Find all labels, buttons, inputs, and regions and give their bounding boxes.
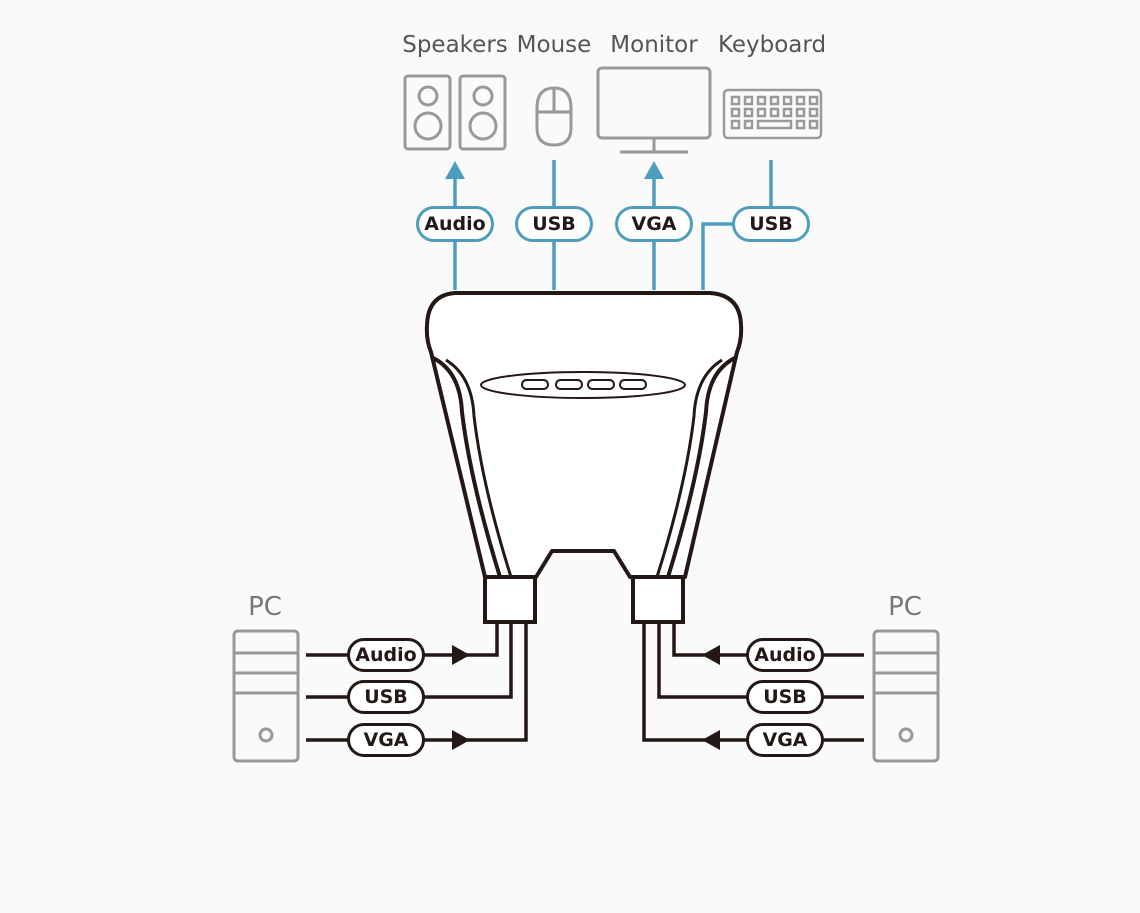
speakers-label: Speakers (402, 32, 508, 58)
keyboard-key (782, 95, 793, 106)
keyboard-label: Keyboard (717, 32, 827, 58)
left-pc-label: PC (248, 592, 282, 622)
keyboard-key (743, 95, 754, 106)
audio-out-connector: Audio (416, 206, 494, 242)
keyboard-key (782, 107, 793, 118)
mouse-usb-connector: USB (515, 206, 593, 242)
monitor-label: Monitor (610, 32, 698, 58)
status-led-panel (480, 371, 686, 399)
speakers-icon (403, 74, 507, 151)
keyboard-key (743, 107, 754, 118)
kvm-switch (424, 291, 744, 579)
monitor-icon (596, 66, 712, 154)
keyboard-key (756, 95, 767, 106)
cable-arrows (452, 645, 720, 750)
keyboard-key (808, 119, 819, 130)
keyboard-key (808, 95, 819, 106)
monitor-arrow (644, 161, 664, 179)
keyboard-key (730, 95, 741, 106)
mouse-label: Mouse (516, 32, 592, 58)
right-audio-arrow (702, 645, 720, 665)
right-pc-tower-icon (872, 629, 940, 763)
keyboard-key (795, 107, 806, 118)
left-usb-connector: USB (347, 680, 425, 714)
keyboard-key (769, 95, 780, 106)
keyboard-icon (722, 88, 823, 140)
keyboard-key (769, 107, 780, 118)
left-cable-head (483, 575, 537, 624)
keyboard-key (808, 107, 819, 118)
right-vga-arrow (702, 730, 720, 750)
keyboard-key (730, 107, 741, 118)
keyboard-usb-connector: USB (732, 206, 810, 242)
keyboard-spacebar (756, 119, 793, 130)
keyboard-key (730, 119, 741, 130)
left-audio-connector: Audio (347, 638, 425, 672)
right-cable-head (631, 575, 685, 624)
kvm-switch-body (424, 291, 744, 579)
mouse-icon (535, 86, 573, 147)
left-vga-connector: VGA (347, 723, 425, 757)
keyboard-key (795, 119, 806, 130)
left-pc-tower-icon (232, 629, 300, 763)
speakers-arrow (445, 161, 465, 179)
keyboard-key (756, 107, 767, 118)
left-audio-arrow (452, 645, 470, 665)
keyboard-key (795, 95, 806, 106)
left-vga-arrow (452, 730, 470, 750)
right-vga-connector: VGA (746, 723, 824, 757)
top-cables (453, 160, 773, 290)
right-pc-label: PC (888, 592, 922, 622)
vga-out-connector: VGA (615, 206, 693, 242)
right-usb-connector: USB (746, 680, 824, 714)
right-audio-connector: Audio (746, 638, 824, 672)
keyboard-key (743, 119, 754, 130)
